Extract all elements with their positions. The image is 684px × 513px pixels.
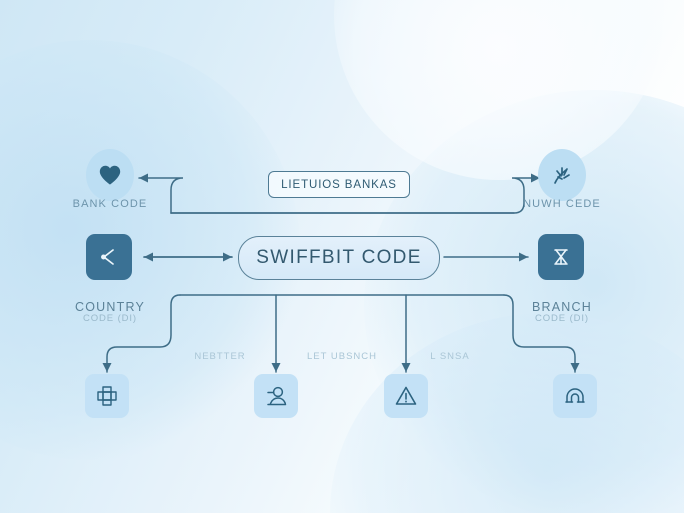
node-bank-code[interactable] xyxy=(86,149,134,201)
node-branch-code[interactable] xyxy=(538,234,584,280)
node-country-code[interactable] xyxy=(86,234,132,280)
branch-sprout-icon xyxy=(554,167,570,184)
bottom-label-third: L SNSA xyxy=(430,351,470,362)
bottom-tile-package[interactable] xyxy=(85,374,129,418)
share-icon xyxy=(101,249,114,265)
arch-tile xyxy=(553,374,597,418)
warning-tile xyxy=(384,374,428,418)
branch-code-sublabel: CODE (DI) xyxy=(534,313,589,324)
hourglass-icon xyxy=(554,249,568,265)
bank-code-label: BANK CODE xyxy=(72,198,148,210)
bottom-tile-warning[interactable] xyxy=(384,374,428,418)
num-code-label: NUWH CEDE xyxy=(523,198,601,210)
country-code-sublabel: CODE (DI) xyxy=(82,313,137,324)
person-tile xyxy=(254,374,298,418)
package-tile xyxy=(85,374,129,418)
person-icon xyxy=(267,386,287,406)
bottom-label-second: LET UBSNCH xyxy=(306,351,377,362)
bank-code-badge xyxy=(86,149,134,201)
node-num-code[interactable] xyxy=(538,149,586,201)
heart-icon xyxy=(99,165,121,185)
bottom-tile-person[interactable] xyxy=(254,374,298,418)
warning-triangle-icon xyxy=(395,386,417,405)
country-code-label: COUNTRY xyxy=(75,300,145,314)
swift-code-pill[interactable]: SWIFFBIT CODE xyxy=(238,236,440,280)
country-code-badge xyxy=(86,234,132,280)
arch-magnet-icon xyxy=(565,388,585,403)
branch-code-badge xyxy=(538,234,584,280)
branch-code-label: BRANCH xyxy=(532,300,592,314)
bank-name-pill[interactable]: LIETUIOS BANKAS xyxy=(268,171,410,198)
num-code-badge xyxy=(538,149,586,201)
package-box-icon xyxy=(97,386,117,406)
bottom-tile-arch[interactable] xyxy=(553,374,597,418)
bottom-label-first: NEBTTER xyxy=(194,351,246,362)
